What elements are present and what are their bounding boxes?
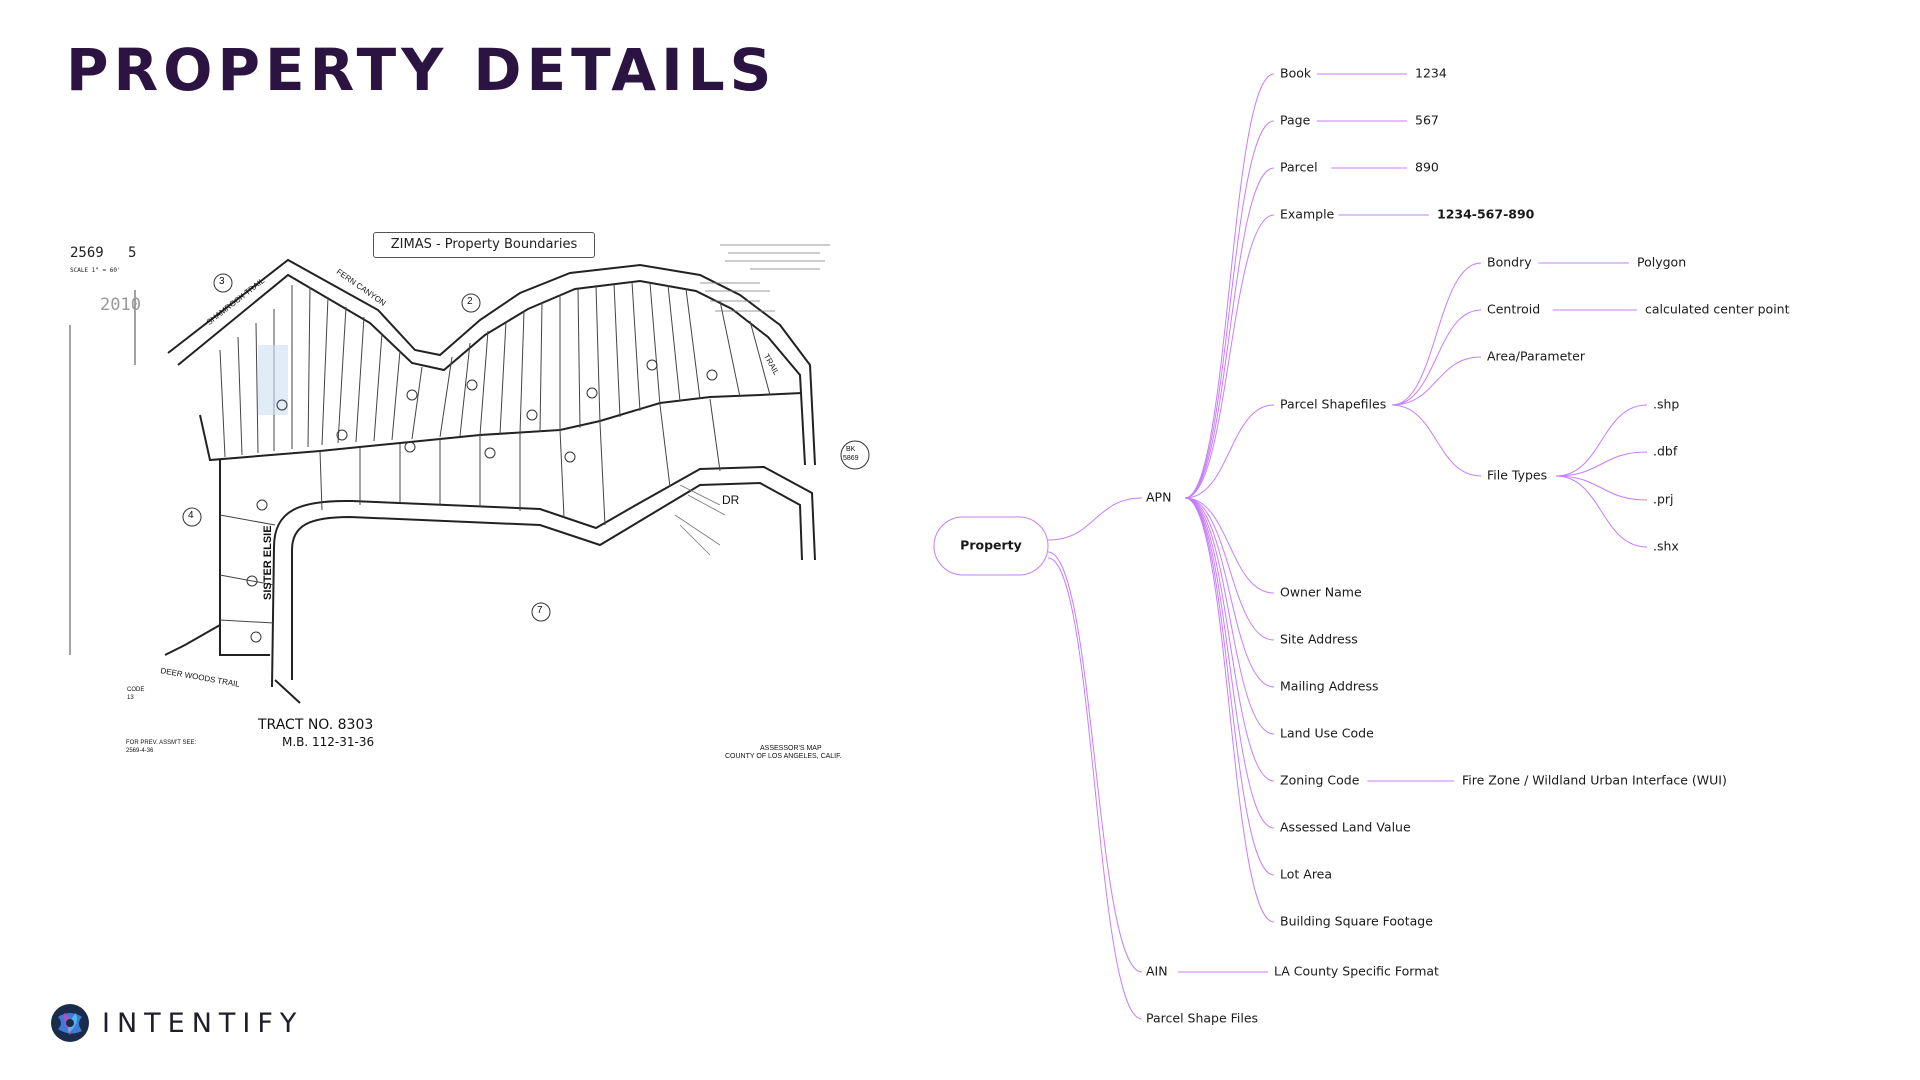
connector-apn-child xyxy=(1184,497,1275,782)
mindmap-node-book: Book xyxy=(1280,66,1312,81)
connector-apn-child xyxy=(1184,404,1275,499)
map-code-label: CODE xyxy=(127,687,145,693)
parcel-map-image: 2569 5 SCALE 1" = 60' 2010 SISTER ELSIE … xyxy=(60,225,880,765)
map-book-number: 2569 xyxy=(70,245,104,261)
mindmap-node-land-use-code: Land Use Code xyxy=(1280,726,1374,741)
connector-property-apn xyxy=(1047,497,1143,541)
mindmap-node-lot-area: Lot Area xyxy=(1280,867,1332,882)
connector-property-parcel-shape-files xyxy=(1047,557,1143,1020)
parcel-map-drawing xyxy=(69,244,870,704)
connector-apn-child xyxy=(1184,497,1275,688)
connector-apn-child xyxy=(1184,497,1275,735)
mindmap-node-example: Example xyxy=(1280,207,1335,222)
mindmap-value-zoning-code: Fire Zone / Wildland Urban Interface (WU… xyxy=(1462,773,1727,788)
mindmap-node-assessed-land-value: Assessed Land Value xyxy=(1280,820,1411,835)
mindmap-value-ain: LA County Specific Format xyxy=(1274,964,1439,979)
intentify-logo-text: INTENTIFY xyxy=(102,1007,304,1039)
map-code-value: 13 xyxy=(127,695,134,701)
mindmap-node-parcel-shape-files: Parcel Shape Files xyxy=(1146,1011,1258,1026)
map-assessor-title: ASSESSOR'S MAP xyxy=(760,745,822,752)
root-node-pill xyxy=(933,516,1049,576)
connector-shapefiles-child xyxy=(1391,404,1482,477)
connector-filetype xyxy=(1555,404,1648,477)
map-mb-number: M.B. 112-31-36 xyxy=(282,735,375,749)
mindmap-node-ain: AIN xyxy=(1146,964,1168,979)
connector-apn-child xyxy=(1184,120,1275,499)
mindmap-node-zoning-code: Zoning Code xyxy=(1280,773,1360,788)
mindmap-node-apn: APN xyxy=(1146,490,1171,505)
connector-apn-child xyxy=(1184,73,1275,499)
connector-apn-child xyxy=(1184,167,1275,499)
map-scale: SCALE 1" = 60' xyxy=(70,267,121,274)
page-title: PROPERTY DETAILS xyxy=(66,36,777,104)
mindmap-value-example: 1234-567-890 xyxy=(1437,207,1535,222)
map-assessor-county: COUNTY OF LOS ANGELES, CALIF. xyxy=(725,753,842,760)
map-lot-marker: 2 xyxy=(467,296,473,307)
map-lot-marker: 4 xyxy=(188,510,194,521)
map-street-dr: DR xyxy=(722,493,740,507)
mindmap-node-centroid: Centroid xyxy=(1487,302,1540,317)
map-lot-marker: 7 xyxy=(537,605,543,616)
mindmap-filetype-shx: .shx xyxy=(1653,539,1679,554)
connector-shapefiles-child xyxy=(1391,356,1482,406)
mindmap-node-owner-name: Owner Name xyxy=(1280,585,1362,600)
connector-filetype xyxy=(1555,451,1648,477)
mindmap-node-page: Page xyxy=(1280,113,1311,128)
mindmap-node-file-types: File Types xyxy=(1487,468,1547,483)
connector-shapefiles-child xyxy=(1391,309,1482,406)
connector-filetype xyxy=(1555,475,1648,501)
mindmap-node-building-square-footage: Building Square Footage xyxy=(1280,914,1433,929)
mindmap-node-bondry: Bondry xyxy=(1487,255,1532,270)
connector-apn-child xyxy=(1184,497,1275,641)
mindmap-value-bondry: Polygon xyxy=(1637,255,1686,270)
map-bk-label: BK xyxy=(846,446,856,453)
mindmap-value-book: 1234 xyxy=(1415,66,1447,81)
map-caption: ZIMAS - Property Boundaries xyxy=(373,232,595,258)
mindmap-value-parcel: 890 xyxy=(1415,160,1439,175)
mindmap-node-area-parameter: Area/Parameter xyxy=(1487,349,1586,364)
map-prev-number: 2569-4-36 xyxy=(126,748,154,754)
connector-apn-child xyxy=(1184,497,1275,594)
mindmap-filetype-shp: .shp xyxy=(1653,397,1679,412)
map-prev-label: FOR PREV. ASSM'T SEE: xyxy=(126,740,197,746)
map-page-number: 5 xyxy=(128,245,137,261)
map-tract-number: TRACT NO. 8303 xyxy=(258,717,374,733)
connector-apn-child xyxy=(1184,497,1275,829)
mindmap-node-parcel: Parcel xyxy=(1280,160,1318,175)
mindmap-node-site-address: Site Address xyxy=(1280,632,1358,647)
intentify-logo: INTENTIFY xyxy=(50,1003,303,1043)
connector-apn-child xyxy=(1184,497,1275,923)
connector-apn-child xyxy=(1184,497,1275,876)
mindmap-filetype-dbf: .dbf xyxy=(1653,444,1678,459)
connector-filetype xyxy=(1555,475,1648,548)
intentify-logo-icon xyxy=(51,1004,89,1042)
mindmap-value-page: 567 xyxy=(1415,113,1439,128)
mindmap-filetype-prj: .prj xyxy=(1653,492,1674,507)
mindmap-value-centroid: calculated center point xyxy=(1645,302,1790,317)
mindmap-root-property: Property xyxy=(960,538,1022,553)
connector-apn-child xyxy=(1184,214,1275,499)
map-lot-marker: 3 xyxy=(219,276,225,287)
mindmap-node-parcel-shapefiles: Parcel Shapefiles xyxy=(1280,397,1386,412)
connector-shapefiles-child xyxy=(1391,262,1482,406)
mindmap-node-mailing-address: Mailing Address xyxy=(1280,679,1378,694)
map-bk-number: 5869 xyxy=(843,455,859,462)
connector-property-ain xyxy=(1047,551,1143,973)
map-year: 2010 xyxy=(100,295,141,315)
